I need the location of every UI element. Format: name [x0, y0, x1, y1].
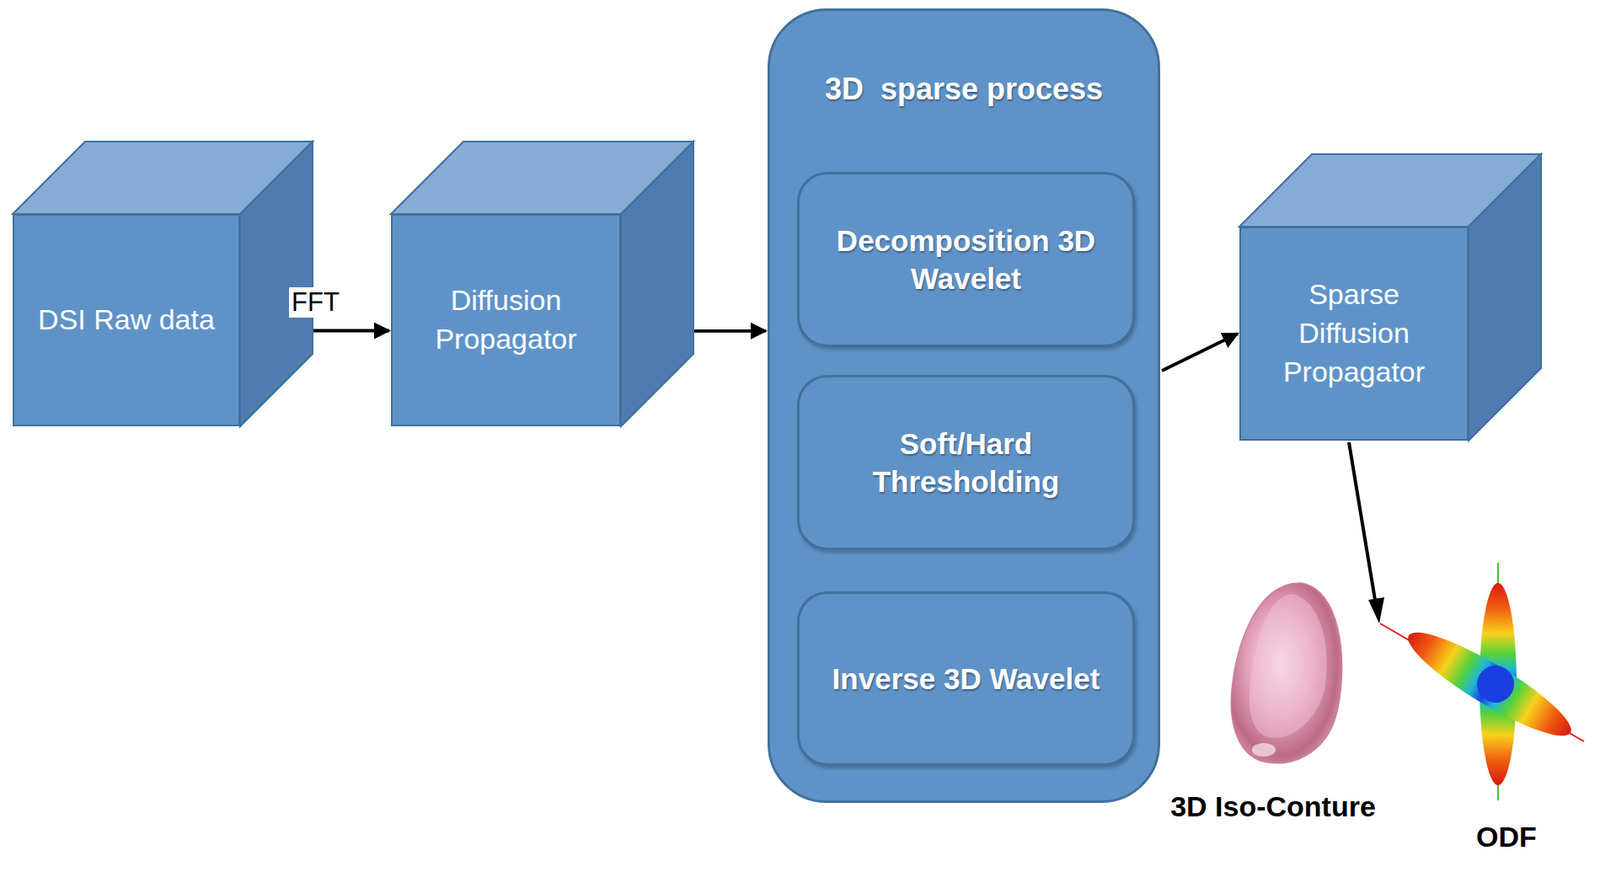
box-label: DSI Raw data [37, 300, 215, 340]
cube-side [240, 141, 313, 427]
cube-side [1468, 154, 1542, 441]
figure-caption: 3D Iso-Conture [1163, 788, 1383, 825]
box-label: Decomposition 3D Wavelet [813, 221, 1119, 299]
group-title: 3D sparse process [770, 71, 1158, 108]
process-box: Inverse 3D Wavelet [797, 591, 1135, 766]
cube-box: Sparse Diffusion Propagator [1239, 226, 1469, 441]
box-label: Diffusion Propagator [405, 281, 607, 359]
box-label: Soft/Hard Thresholding [813, 424, 1119, 502]
cube-faces [12, 141, 316, 430]
cube-box: DSI Raw data [12, 214, 241, 427]
odf-illustration [1380, 562, 1584, 801]
edge-label: FFT [288, 287, 343, 318]
box-label: Inverse 3D Wavelet [832, 659, 1101, 699]
box-label: Sparse Diffusion Propagator [1253, 275, 1455, 392]
process-box: Soft/Hard Thresholding [797, 374, 1135, 551]
process-box: Decomposition 3D Wavelet [797, 171, 1135, 348]
process-group: 3D sparse processDecomposition 3D Wavele… [767, 8, 1161, 803]
flow-arrow [1161, 333, 1238, 371]
cube-box: Diffusion Propagator [390, 214, 621, 427]
output-arrow [1348, 442, 1385, 624]
figure-caption: ODF [1396, 818, 1600, 856]
cube-side [620, 141, 694, 427]
iso-contour-illustration [1230, 583, 1342, 764]
